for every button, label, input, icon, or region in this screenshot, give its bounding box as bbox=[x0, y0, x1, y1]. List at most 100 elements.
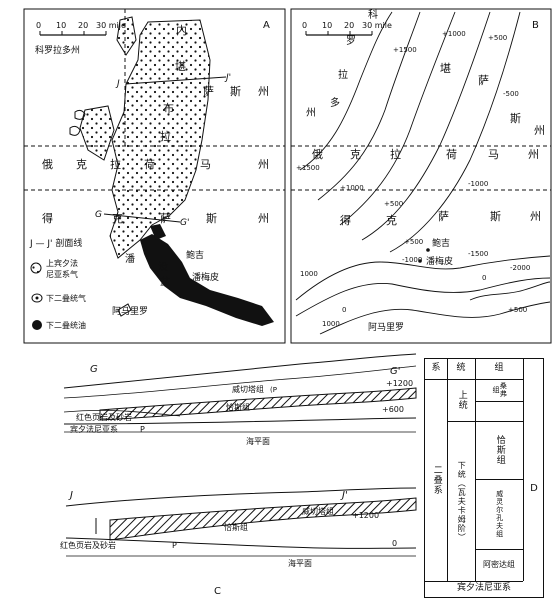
state-label-texas: 斯 bbox=[490, 210, 501, 223]
state-label-kansas: 斯 bbox=[230, 85, 241, 98]
section-label-j: J bbox=[68, 490, 73, 501]
formation-herington: 恰斯组 bbox=[494, 435, 505, 465]
legend: J — J' 剖面线 上宾夕法 尼亚系气 下二叠统气 下二叠统油 bbox=[29, 237, 86, 330]
scale-tick: 30 mile bbox=[96, 21, 126, 30]
contour-label: 0 bbox=[482, 274, 486, 282]
elevation-label: +600 bbox=[382, 405, 404, 414]
state-label-oklahoma: 克 bbox=[76, 158, 87, 171]
contour-label: +1000 bbox=[340, 184, 364, 192]
town-marker bbox=[426, 248, 430, 252]
state-label-colorado: 科 bbox=[368, 8, 378, 21]
gas-outcrop-patch bbox=[116, 16, 137, 56]
field-label: 没 bbox=[158, 261, 168, 273]
formation-symbol: P bbox=[140, 425, 145, 434]
state-label-colorado: 州 bbox=[306, 107, 316, 119]
state-label-oklahoma: 荷 bbox=[144, 158, 155, 171]
header-series: 统 bbox=[456, 363, 466, 374]
contour-label: -500 bbox=[503, 90, 519, 98]
formation-label: 红色页岩及砂岩 bbox=[76, 412, 132, 422]
state-label-texas: 州 bbox=[258, 212, 269, 225]
formation-admire: 阿密达组 bbox=[483, 559, 515, 569]
legend-oil-icon bbox=[32, 320, 42, 330]
section-j-j-prime: J J' +1200 0 威切塔组 恰斯组 红色页岩及砂岩 P 海平面 bbox=[60, 487, 417, 568]
oil-well-marker bbox=[117, 303, 132, 317]
state-label-oklahoma: 俄 bbox=[312, 148, 323, 161]
scale-tick: 20 bbox=[344, 21, 354, 30]
state-label-oklahoma: 拉 bbox=[390, 147, 401, 161]
state-label-texas: 得 bbox=[42, 212, 53, 225]
section-label-j: J bbox=[115, 79, 120, 89]
section-label-j-prime: J' bbox=[340, 490, 348, 501]
section-line-g bbox=[103, 213, 181, 223]
contour-label: -1000 bbox=[468, 180, 488, 188]
field-label: 内 bbox=[176, 23, 187, 37]
formation-label: 恰斯组 bbox=[226, 402, 250, 412]
formation-label: 宾夕法尼亚系 bbox=[70, 424, 118, 434]
scale-bar: 0 10 20 30 mile bbox=[302, 21, 392, 36]
section-label-g: G bbox=[95, 210, 102, 220]
contour-label: +1500 bbox=[296, 164, 320, 172]
legend-gas-icon bbox=[31, 293, 43, 303]
state-label-kansas: 州 bbox=[534, 124, 545, 137]
formation-label: 红色页岩及砂岩 bbox=[60, 540, 116, 550]
state-label-colorado: 多 bbox=[330, 96, 340, 109]
header-system: 系 bbox=[431, 363, 441, 374]
panel-c-cross-sections: G G' +1200 +600 威切塔组 (P 恰斯组 红色页岩及砂岩 宾夕法尼… bbox=[60, 353, 417, 597]
contour-label: -1000 bbox=[402, 256, 422, 264]
gas-field-marker bbox=[69, 125, 81, 136]
section-label-g-prime: G' bbox=[180, 218, 189, 228]
system-permian: 二叠系 bbox=[431, 465, 442, 495]
legend-outcrop-icon bbox=[30, 262, 42, 274]
state-label-kansas: 堪 bbox=[440, 62, 451, 75]
section-label-j-prime: J' bbox=[224, 73, 231, 83]
contour-label: +1500 bbox=[393, 46, 417, 54]
header-formation: 组 bbox=[494, 363, 504, 374]
panel-a-map: 0 10 20 30 mile A 科罗拉多州 堪 萨 斯 州 内 布 拉 俄 … bbox=[23, 8, 286, 344]
contour-label: +500 bbox=[488, 34, 507, 42]
wellington-formation-band bbox=[109, 497, 417, 541]
section-line-j bbox=[125, 76, 227, 85]
wellington-formation-band bbox=[99, 387, 417, 421]
field-label: 潘 bbox=[125, 253, 135, 265]
sea-level-label: 海平面 bbox=[246, 436, 270, 446]
formation-wellington: 威灵尔孔夫组 bbox=[495, 490, 504, 538]
gas-field-marker bbox=[74, 109, 86, 120]
elevation-label: 0 bbox=[392, 539, 397, 548]
state-label-oklahoma: 俄 bbox=[42, 158, 53, 171]
state-label-kansas: 萨 bbox=[203, 85, 214, 98]
structure-contours bbox=[295, 11, 551, 335]
town-label: 阿马里罗 bbox=[112, 306, 148, 317]
formation-sub: (P bbox=[270, 386, 277, 394]
contour-label: -1500 bbox=[468, 250, 488, 258]
scale-tick: 10 bbox=[322, 21, 332, 30]
scale-bar: 0 10 20 30 mile bbox=[36, 21, 126, 36]
state-label-texas: 斯 bbox=[206, 212, 217, 225]
series-lower: 下统（瓦夫卡姆阶） bbox=[457, 460, 467, 542]
section-g-g-prime: G G' +1200 +600 威切塔组 (P 恰斯组 红色页岩及砂岩 宾夕法尼… bbox=[63, 353, 417, 446]
town-label: 鲍吉 bbox=[432, 237, 450, 249]
town-marker bbox=[418, 259, 422, 263]
oil-field bbox=[150, 224, 166, 240]
oil-field bbox=[140, 234, 274, 326]
state-label-kansas: 斯 bbox=[510, 112, 521, 125]
formation-label: 威切塔组 bbox=[302, 506, 334, 516]
panel-b-map: 0 10 20 30 mile B 科 罗 拉 多 州 堪 萨 斯 州 俄 克 … bbox=[290, 8, 552, 344]
formation-sanfu: 桑弗组 bbox=[492, 382, 508, 398]
panel-letter-d: D bbox=[530, 482, 538, 494]
panel-letter-c: C bbox=[214, 586, 221, 597]
state-label-oklahoma: 马 bbox=[200, 158, 211, 171]
field-label: 拉 bbox=[160, 129, 171, 143]
contour-label: -2000 bbox=[510, 264, 530, 272]
gas-outcrop-patch bbox=[79, 105, 115, 161]
state-label-kansas: 萨 bbox=[478, 74, 489, 87]
formation-label: 恰斯组 bbox=[224, 522, 248, 532]
state-label-kansas: 州 bbox=[258, 85, 269, 98]
field-label: 盆 bbox=[160, 275, 170, 288]
formation-symbol: P bbox=[172, 541, 177, 550]
scale-tick: 10 bbox=[56, 21, 66, 30]
legend-section-line: J — J' 剖面线 bbox=[29, 237, 82, 249]
panel-letter-a: A bbox=[263, 20, 270, 31]
scale-tick: 0 bbox=[302, 21, 307, 30]
contour-label: 1000 bbox=[322, 320, 340, 328]
